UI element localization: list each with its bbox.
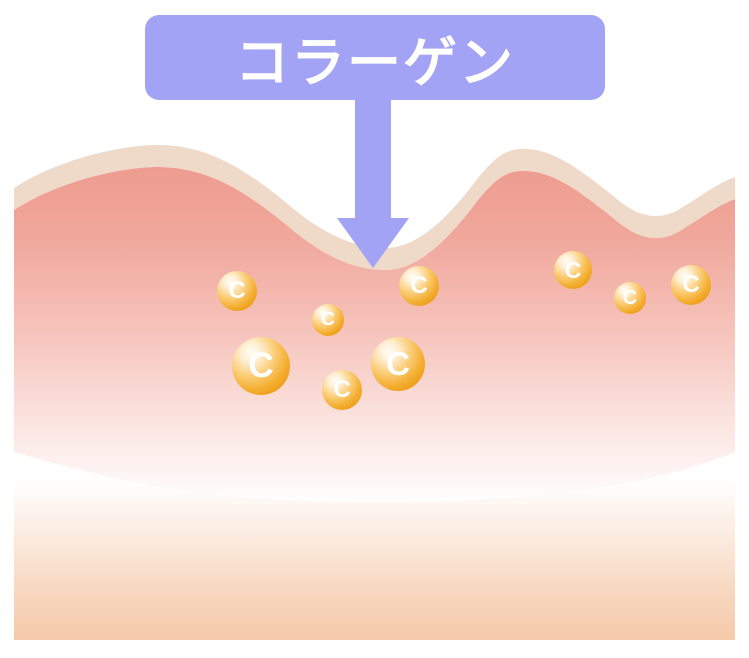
collagen-sphere bbox=[312, 304, 344, 336]
collagen-sphere bbox=[371, 337, 425, 391]
collagen-sphere bbox=[671, 265, 711, 305]
hypodermis-layer bbox=[14, 452, 735, 640]
collagen-sphere bbox=[614, 282, 646, 314]
downward-arrow bbox=[337, 96, 409, 268]
collagen-sphere bbox=[322, 370, 362, 410]
collagen-sphere bbox=[232, 337, 290, 395]
epidermis-layer bbox=[14, 144, 735, 270]
collagen-sphere bbox=[217, 271, 257, 311]
dermis-layer bbox=[14, 166, 735, 502]
collagen-sphere bbox=[399, 266, 439, 306]
collagen-sphere bbox=[554, 251, 592, 289]
collagen-label-box bbox=[145, 15, 605, 100]
collagen-molecules bbox=[217, 251, 711, 410]
